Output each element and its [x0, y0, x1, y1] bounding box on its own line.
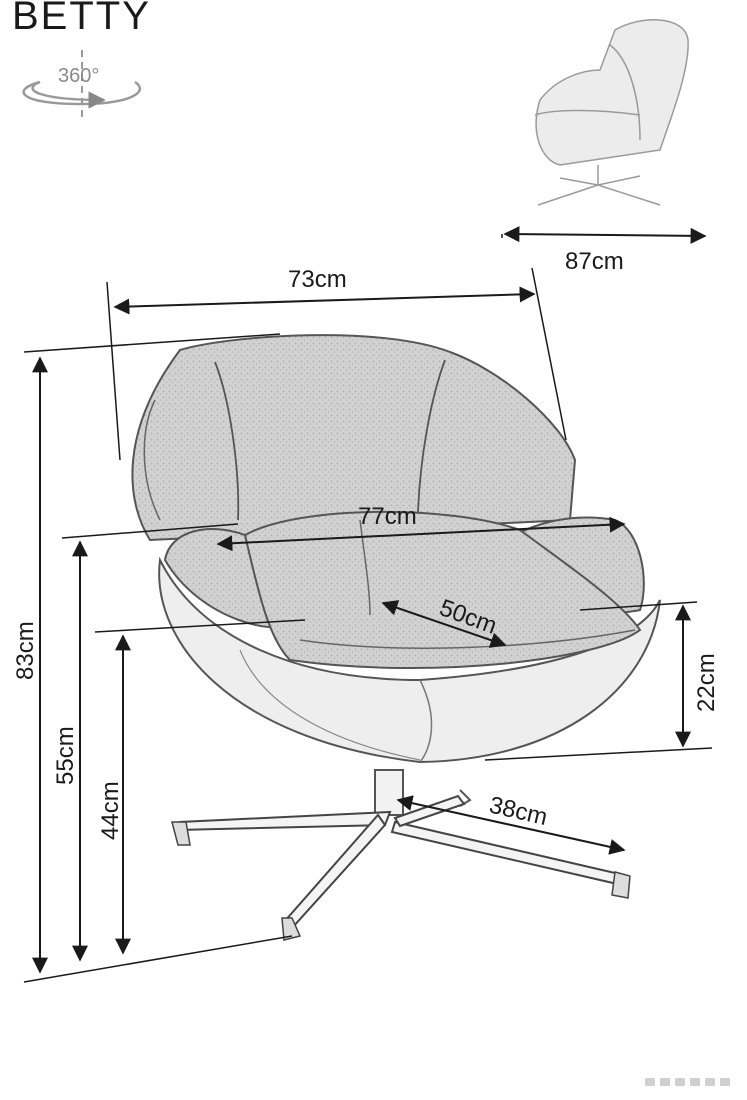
chair-illustration [131, 334, 661, 941]
arrow-depth [503, 226, 707, 244]
rotation-360-icon: 360° [22, 50, 142, 118]
dimension-arrows [32, 226, 707, 974]
label-overall-height: 83cm [12, 621, 39, 680]
label-base-leg: 38cm [487, 792, 550, 832]
label-depth: 87cm [565, 248, 624, 275]
label-seat-to-arm: 22cm [693, 653, 720, 712]
label-width-arms: 77cm [358, 503, 417, 530]
arrow-seat-depth [381, 600, 507, 648]
label-width-back: 73cm [288, 266, 347, 293]
side-view-thumbnail [534, 19, 689, 206]
arrow-base-leg [396, 795, 626, 855]
arrow-width-back [113, 286, 536, 315]
label-arm-height: 55cm [52, 726, 79, 785]
label-seat-height: 44cm [97, 781, 124, 840]
rotation-label: 360° [58, 65, 99, 87]
product-title: BETTY [12, 0, 151, 38]
arrow-width-arms [216, 516, 626, 552]
reference-lines [23, 234, 713, 983]
watermark [645, 1078, 730, 1086]
